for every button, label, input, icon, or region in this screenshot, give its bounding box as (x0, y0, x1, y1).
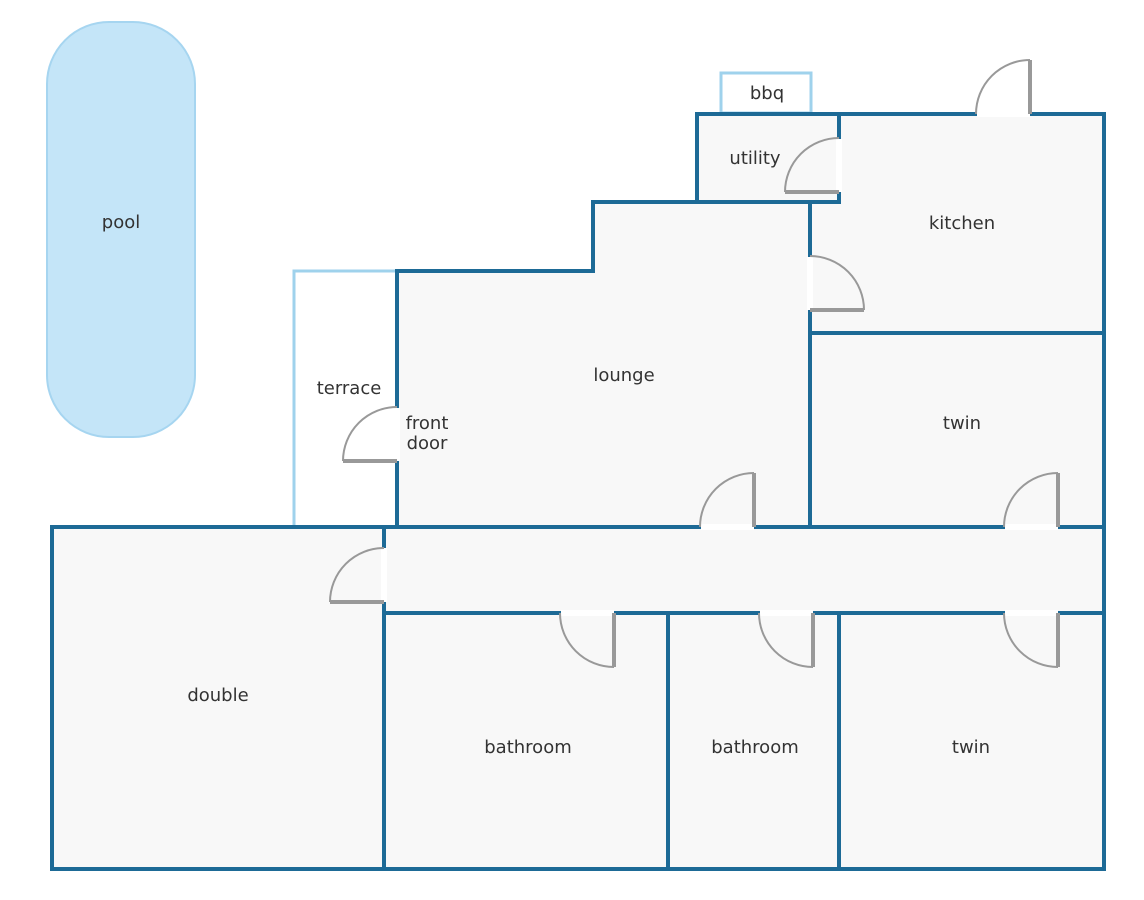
door-twin-lower (1003, 612, 1060, 668)
front-door-label-line1: front (406, 413, 449, 434)
terrace-label: terrace (317, 378, 382, 399)
door-kitchen-exterior (975, 59, 1032, 115)
room-fills (52, 114, 1104, 869)
door-bathroom-left (559, 612, 616, 668)
double-label: double (187, 685, 248, 706)
pool-label: pool (102, 212, 140, 233)
utility-label: utility (729, 148, 781, 169)
lounge-label: lounge (593, 365, 654, 386)
door-utility-kitchen (784, 137, 840, 194)
door-bathroom-right (758, 612, 815, 668)
door-front (342, 406, 398, 463)
door-twin-upper-hall (1003, 472, 1060, 528)
twin-upper-label: twin (943, 413, 981, 434)
twin-lower-label: twin (952, 737, 990, 758)
kitchen-label: kitchen (929, 213, 995, 234)
bathroom-left-label: bathroom (484, 737, 572, 758)
bathroom-right-label: bathroom (711, 737, 799, 758)
pool-shape (46, 21, 196, 438)
door-lounge-kitchen (809, 255, 865, 312)
terrace-outline (292, 269, 397, 527)
door-lounge-hall (699, 472, 756, 528)
door-openings (381, 111, 1058, 616)
door-double-hall (329, 547, 385, 604)
walls (50, 112, 1106, 871)
bbq-label: bbq (750, 83, 784, 104)
front-door-label-line2: door (407, 433, 448, 454)
